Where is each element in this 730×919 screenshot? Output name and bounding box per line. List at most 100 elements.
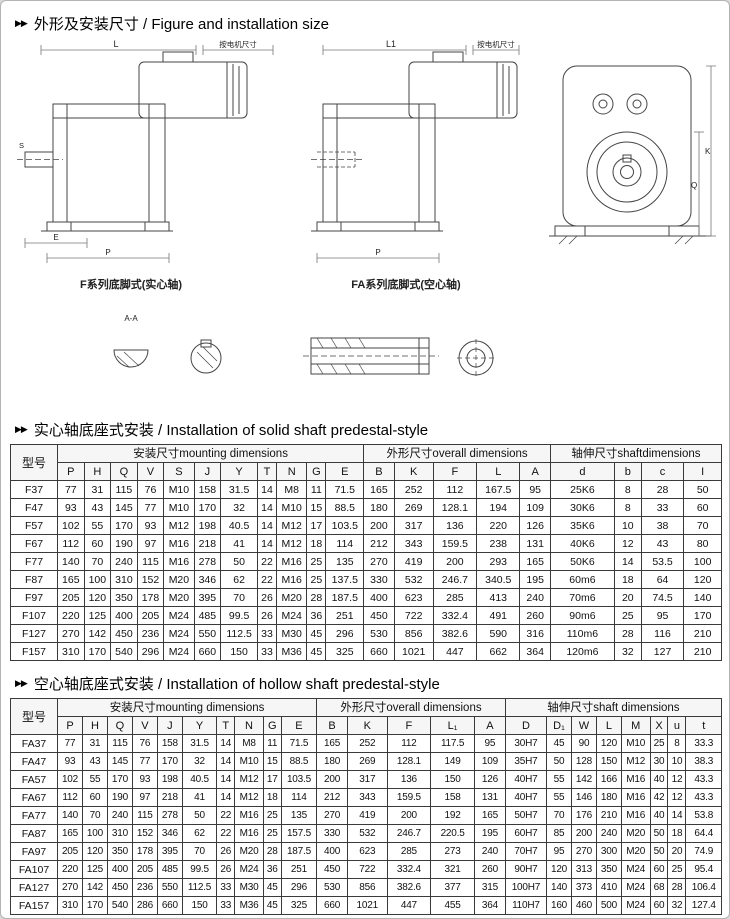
dimension-cell: 165 xyxy=(57,570,85,589)
drawing-fa-series xyxy=(311,45,520,263)
dimension-cell: 159.5 xyxy=(386,788,432,807)
dimension-cell: 109 xyxy=(519,498,551,517)
dimension-cell: 346 xyxy=(156,824,183,843)
dimension-cell: 382.6 xyxy=(386,878,432,897)
dimension-cell: 112 xyxy=(57,788,83,807)
dimension-cell: M24 xyxy=(163,642,195,661)
dimension-cell: 93 xyxy=(57,498,85,517)
dimension-cell: 40K6 xyxy=(549,534,615,553)
dimension-cell: 115 xyxy=(131,806,158,825)
dimension-cell: 28 xyxy=(306,588,327,607)
dimension-cell: 100 xyxy=(81,824,108,843)
dimension-cell: 28 xyxy=(667,878,687,897)
dimension-cell: 491 xyxy=(476,606,521,625)
dimension-cell: 14 xyxy=(257,516,278,535)
dimension-cell: 146 xyxy=(570,788,597,807)
dimension-cell: 722 xyxy=(393,606,434,625)
dimension-cell: 135 xyxy=(325,552,365,571)
dimension-cell: 116 xyxy=(640,624,685,643)
dimension-cell: 74.5 xyxy=(640,588,685,607)
dimension-cell: 26 xyxy=(257,606,278,625)
dimension-cell: 127 xyxy=(640,642,685,661)
dimension-cell: 14 xyxy=(216,734,236,753)
dimension-cell: M24 xyxy=(163,624,195,643)
dimension-cell: 190 xyxy=(110,534,138,553)
dimension-cell: 14 xyxy=(613,552,642,571)
dimension-cell: 25 xyxy=(306,570,327,589)
dimension-cell: 252 xyxy=(347,734,388,753)
dimension-cell: 136 xyxy=(386,770,432,789)
dimension-cell: 11 xyxy=(262,734,282,753)
dimension-cell: 128.1 xyxy=(386,752,432,771)
dimension-cell: 15 xyxy=(306,498,327,517)
column-letter-header: F xyxy=(386,716,432,735)
dim-label-E: E xyxy=(53,233,58,242)
dimension-cell: 90 xyxy=(570,734,597,753)
dimension-cell: M24 xyxy=(163,606,195,625)
dimension-cell: 220 xyxy=(57,606,85,625)
dimension-cell: 200 xyxy=(570,824,597,843)
column-letter-header: L xyxy=(476,462,521,481)
dimension-cell: 192 xyxy=(430,806,475,825)
dimension-cell: M16 xyxy=(234,824,264,843)
dimension-cell: 99.5 xyxy=(220,606,259,625)
dimension-cell: 317 xyxy=(393,516,434,535)
dimension-cell: 14 xyxy=(216,788,236,807)
column-letter-header: A xyxy=(519,462,551,481)
dimension-cell: 70 xyxy=(220,588,259,607)
dimension-cell: 220 xyxy=(57,860,83,879)
dimension-cell: 114 xyxy=(325,534,365,553)
model-cell: F67 xyxy=(10,534,58,553)
column-letter-header: X xyxy=(649,716,669,735)
dimension-cell: 395 xyxy=(156,842,183,861)
section-title-hollow: ▶▶ 空心轴底座式安装 / Installation of hollow sha… xyxy=(15,673,717,694)
dimension-cell: 30 xyxy=(649,752,669,771)
dimension-cell: 62 xyxy=(220,570,259,589)
dimension-cell: 285 xyxy=(386,842,432,861)
dimension-cell: 373 xyxy=(570,878,597,897)
caption-fa-series: FA系列底脚式(空心轴) xyxy=(351,277,461,291)
column-letter-header: D xyxy=(504,716,548,735)
dimension-cell: 80 xyxy=(683,534,722,553)
dimension-cell: M20 xyxy=(276,588,308,607)
dimension-cell: 152 xyxy=(131,824,158,843)
dimension-cell: 220 xyxy=(476,516,521,535)
dimension-cell: M24 xyxy=(620,878,651,897)
group-shaft-header: 轴伸尺寸shaft dimensions xyxy=(504,698,723,717)
dimension-cell: 110H7 xyxy=(504,896,548,915)
dimension-cell: 170 xyxy=(156,752,183,771)
dimension-cell: 540 xyxy=(106,896,133,915)
dimension-cell: 60 xyxy=(649,896,669,915)
dimension-cell: 8 xyxy=(613,480,642,499)
dimension-cell: M16 xyxy=(276,552,308,571)
dimension-cell: 140 xyxy=(57,552,85,571)
detail-sections xyxy=(113,337,495,377)
dimension-cell: 660 xyxy=(316,896,348,915)
dimension-cell: 152 xyxy=(136,570,165,589)
dimension-cell: M24 xyxy=(620,896,651,915)
dimension-cell: 180 xyxy=(316,752,348,771)
dimension-cell: 76 xyxy=(136,480,165,499)
dimension-cell: 190 xyxy=(106,788,133,807)
dimension-cell: 530 xyxy=(363,624,395,643)
dimension-cell: 238 xyxy=(476,534,521,553)
dimension-cell: 460 xyxy=(570,896,597,915)
dimension-cell: 26 xyxy=(216,842,236,861)
dimension-cell: 14 xyxy=(667,806,687,825)
dimension-cell: 623 xyxy=(347,842,388,861)
dimension-cell: 321 xyxy=(430,860,475,879)
dimension-cell: 205 xyxy=(131,860,158,879)
dimension-cell: 103.5 xyxy=(325,516,365,535)
dimension-cell: 270 xyxy=(363,552,395,571)
dimension-cell: 126 xyxy=(473,770,506,789)
dimension-cell: 150 xyxy=(430,770,475,789)
hollow-table-header: 型号 安装尺寸mounting dimensions 外形尺寸overall d… xyxy=(10,698,723,735)
dimension-cell: M10 xyxy=(276,498,308,517)
dimension-cell: 350 xyxy=(595,860,622,879)
